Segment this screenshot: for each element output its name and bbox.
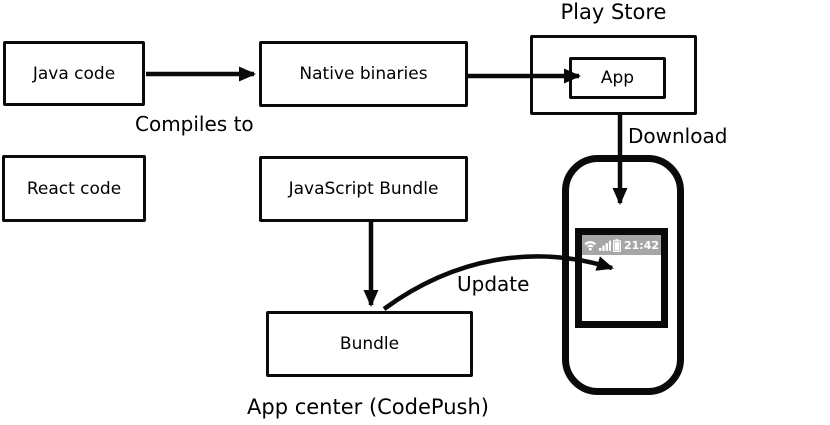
status-bar: 21:42: [582, 235, 661, 255]
compiles-to-label: Compiles to: [135, 112, 254, 136]
play-store-title: Play Store: [560, 0, 667, 24]
java-code-label: Java code: [32, 63, 116, 84]
wifi-icon: [584, 240, 597, 251]
update-label: Update: [457, 272, 530, 296]
signal-icon: [598, 240, 611, 251]
app-label: App: [600, 68, 635, 88]
app-box: App: [569, 57, 666, 99]
app-center-label: App center (CodePush): [247, 395, 489, 419]
native-binaries-label: Native binaries: [299, 64, 428, 84]
react-code-label: React code: [26, 178, 122, 199]
battery-icon: [613, 238, 621, 252]
bundle-box: Bundle: [266, 311, 473, 377]
java-code-box: Java code: [3, 41, 145, 106]
download-label: Download: [628, 124, 728, 148]
native-binaries-box: Native binaries: [259, 41, 468, 107]
react-code-box: React code: [2, 155, 146, 222]
bundle-label: Bundle: [339, 334, 400, 354]
javascript-bundle-box: JavaScript Bundle: [259, 156, 468, 222]
javascript-bundle-label: JavaScript Bundle: [288, 179, 439, 199]
status-time: 21:42: [623, 238, 659, 252]
